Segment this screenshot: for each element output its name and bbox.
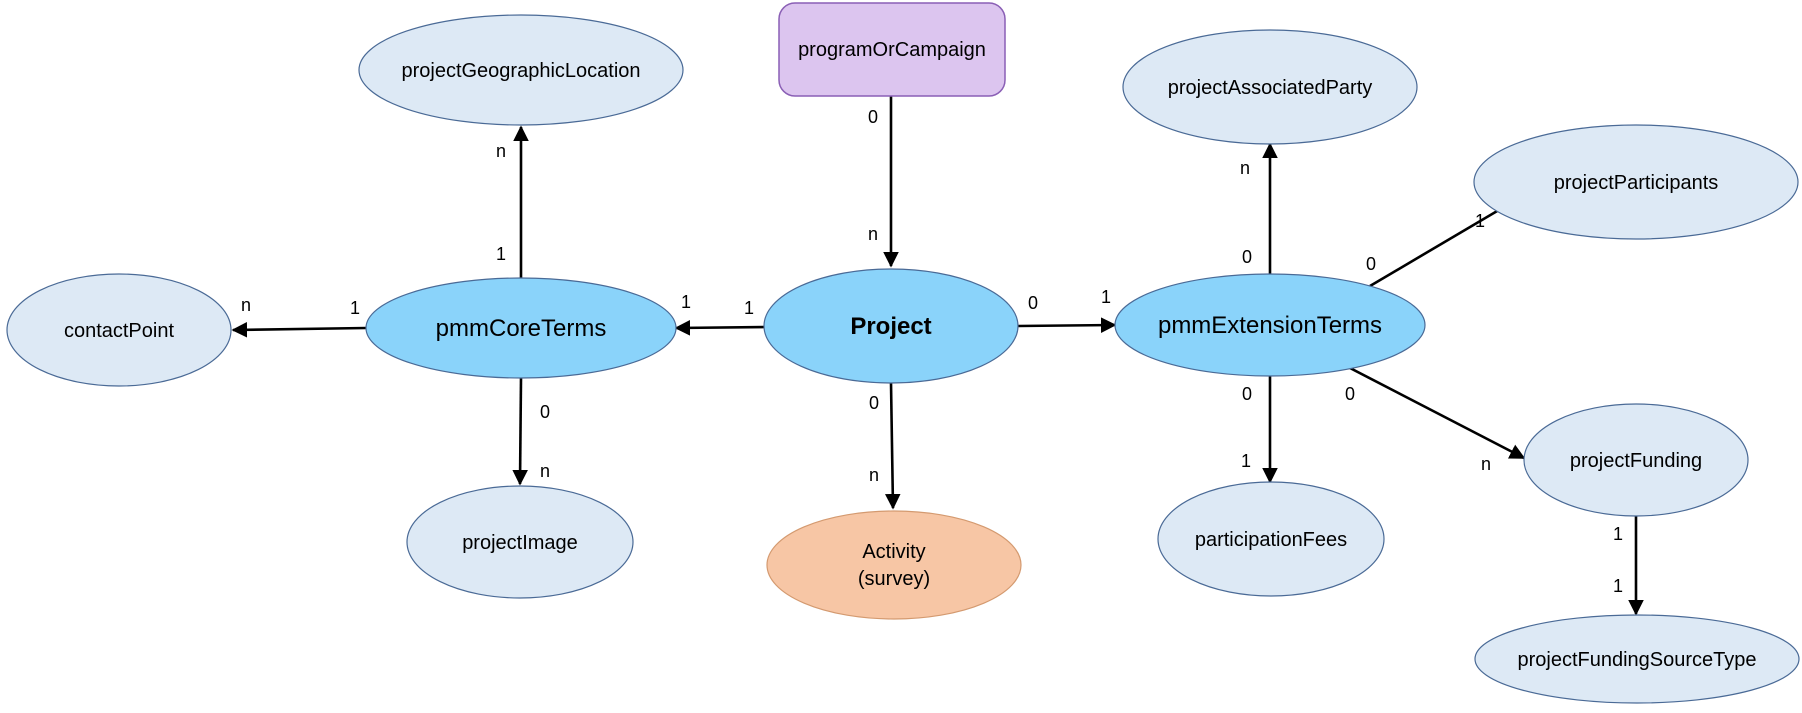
ext-funding-to-label: n <box>1481 454 1491 474</box>
project-core-to-label: 1 <box>681 292 691 312</box>
funding-source-from-label: 1 <box>1613 524 1623 544</box>
core-contact-to-label: n <box>241 295 251 315</box>
core-image-to-label: n <box>540 461 550 481</box>
edge-project-to-activity <box>884 382 901 510</box>
contact-point-ellipse <box>6 273 232 387</box>
core-geo-from-label: 1 <box>496 244 506 264</box>
program-project-from-label: 0 <box>868 107 878 127</box>
funding-source-type-ellipse <box>1474 614 1800 704</box>
ext-participants-from-label: 0 <box>1366 254 1376 274</box>
project-ext-to-label: 1 <box>1101 287 1111 307</box>
node-project-associated-party[interactable]: projectAssociatedParty <box>1122 29 1418 145</box>
node-project[interactable]: Project <box>763 268 1019 384</box>
ext-fees-from-label: 0 <box>1242 384 1252 404</box>
project-core-from-label: 1 <box>744 298 754 318</box>
edge-ext-to-funding <box>1349 366 1526 460</box>
associated-party-label: projectAssociatedParty <box>1168 77 1373 99</box>
edge-core-to-contact <box>231 321 367 338</box>
contact-point-label: contactPoint <box>64 320 175 342</box>
project-activity-from-label: 0 <box>869 393 879 413</box>
node-contact-point[interactable]: contactPoint <box>6 273 232 387</box>
node-project-funding[interactable]: projectFunding <box>1523 403 1749 517</box>
extension-terms-label: pmmExtensionTerms <box>1158 312 1382 339</box>
program-project-to-label: n <box>868 224 878 244</box>
ext-party-to-label: n <box>1240 158 1250 178</box>
core-geo-to-label: n <box>496 141 506 161</box>
ext-party-from-label: 0 <box>1242 247 1252 267</box>
node-project-participants[interactable]: projectParticipants <box>1473 124 1799 240</box>
node-project-funding-source-type[interactable]: projectFundingSourceType <box>1474 614 1800 704</box>
project-label: Project <box>850 313 931 340</box>
core-image-from-label: 0 <box>540 402 550 422</box>
node-pmm-core-terms[interactable]: pmmCoreTerms <box>365 277 677 379</box>
funding-source-to-label: 1 <box>1613 576 1623 596</box>
project-image-label: projectImage <box>462 532 578 554</box>
node-participation-fees[interactable]: participationFees <box>1157 481 1385 597</box>
node-pmm-extension-terms[interactable]: pmmExtensionTerms <box>1114 273 1426 377</box>
ext-fees-to-label: 1 <box>1241 451 1251 471</box>
program-box <box>778 2 1006 97</box>
core-terms-label: pmmCoreTerms <box>436 315 607 342</box>
participants-ellipse <box>1473 124 1799 240</box>
participants-label: projectParticipants <box>1554 172 1719 194</box>
geo-location-label: projectGeographicLocation <box>401 60 640 82</box>
core-terms-ellipse <box>365 277 677 379</box>
program-label: programOrCampaign <box>798 39 986 61</box>
project-activity-to-label: n <box>869 465 879 485</box>
activity-label-line1: Activity <box>862 541 925 563</box>
project-image-ellipse <box>406 485 634 599</box>
ext-participants-to-label: 1 <box>1475 211 1485 231</box>
participation-fees-ellipse <box>1157 481 1385 597</box>
project-ext-from-label: 0 <box>1028 293 1038 313</box>
node-project-geographic-location[interactable]: projectGeographicLocation <box>358 14 684 126</box>
edge-project-to-core <box>674 320 766 336</box>
activity-label-line2: (survey) <box>858 568 930 590</box>
participation-fees-label: participationFees <box>1195 529 1347 551</box>
node-activity[interactable]: Activity (survey) <box>766 510 1022 620</box>
activity-ellipse <box>766 510 1022 620</box>
funding-source-type-label: projectFundingSourceType <box>1517 649 1756 671</box>
ext-funding-from-label: 0 <box>1345 384 1355 404</box>
project-ellipse <box>763 268 1019 384</box>
associated-party-ellipse <box>1122 29 1418 145</box>
node-project-image[interactable]: projectImage <box>406 485 634 599</box>
node-program-or-campaign[interactable]: programOrCampaign <box>778 2 1006 97</box>
nodes: programOrCampaign Project pmmCoreTerms p… <box>6 2 1800 704</box>
core-contact-from-label: 1 <box>350 298 360 318</box>
geo-location-ellipse <box>358 14 684 126</box>
edge-labels: 0 n 1 1 0 1 0 n 1 n 1 n 0 n 0 n 0 1 0 1 … <box>241 107 1623 596</box>
edge-core-to-image <box>512 377 528 486</box>
funding-label: projectFunding <box>1570 450 1702 472</box>
extension-terms-ellipse <box>1114 273 1426 377</box>
edge-project-to-extension <box>1017 317 1117 333</box>
funding-ellipse <box>1523 403 1749 517</box>
